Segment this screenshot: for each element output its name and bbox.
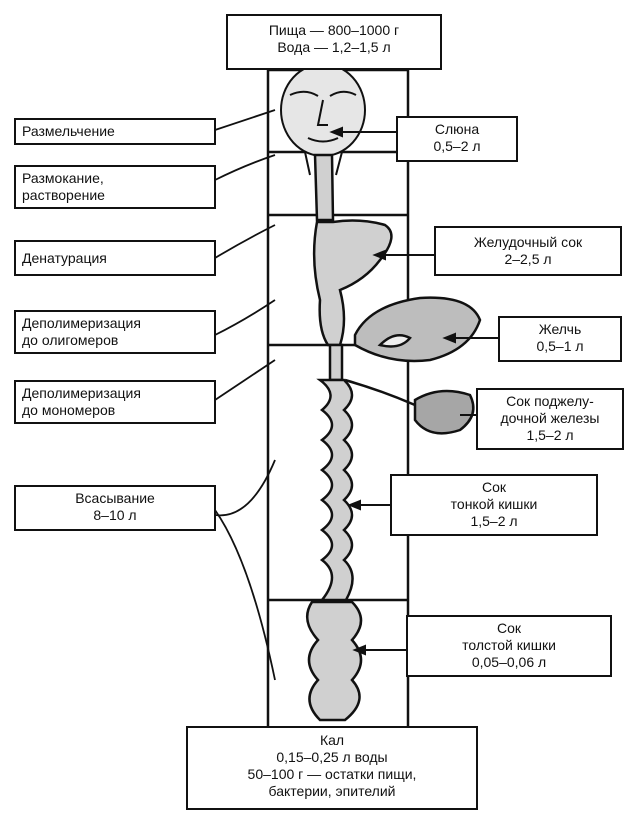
- secretion-label: Сок: [412, 620, 606, 637]
- secretion-label: Желчь: [504, 321, 616, 338]
- process-absorption: Всасывание 8–10 л: [14, 485, 216, 531]
- intake-box: Пища — 800–1000 г Вода — 1,2–1,5 л: [226, 14, 442, 70]
- secretion-label: Сок: [396, 479, 592, 496]
- process-label: растворение: [22, 187, 208, 204]
- secretion-saliva: Слюна 0,5–2 л: [396, 116, 518, 162]
- secretion-arrows: [332, 128, 500, 654]
- process-soaking: Размокание, растворение: [14, 165, 216, 209]
- intake-water: Вода — 1,2–1,5 л: [232, 39, 436, 56]
- process-label: Всасывание: [20, 490, 210, 507]
- secretion-label: Желудочный сок: [440, 234, 616, 251]
- process-label: Размокание,: [22, 170, 208, 187]
- process-label: Размельчение: [22, 123, 208, 140]
- process-label: Деполимеризация: [22, 385, 208, 402]
- secretion-volume: 0,5–1 л: [504, 338, 616, 355]
- process-label: до мономеров: [22, 402, 208, 419]
- secretion-gastric-juice: Желудочный сок 2–2,5 л: [434, 226, 622, 276]
- secretion-label: Слюна: [402, 121, 512, 138]
- output-water: 0,15–0,25 л воды: [192, 749, 472, 766]
- process-label: до олигомеров: [22, 332, 208, 349]
- process-connectors: [215, 110, 275, 680]
- secretion-volume: 2–2,5 л: [440, 251, 616, 268]
- process-grinding: Размельчение: [14, 118, 216, 145]
- process-label: Денатурация: [22, 250, 208, 267]
- secretion-volume: 1,5–2 л: [396, 513, 592, 530]
- process-depolymerization-oligomers: Деполимеризация до олигомеров: [14, 310, 216, 354]
- process-label: Деполимеризация: [22, 315, 208, 332]
- process-denaturation: Денатурация: [14, 240, 216, 276]
- secretion-large-intestine: Сок толстой кишки 0,05–0,06 л: [406, 615, 612, 677]
- secretion-pancreatic-juice: Сок поджелу- дочной железы 1,5–2 л: [476, 388, 624, 450]
- accessory-organs: [345, 298, 480, 434]
- secretion-volume: 0,5–2 л: [402, 138, 512, 155]
- process-label: 8–10 л: [20, 507, 210, 524]
- secretion-volume: 1,5–2 л: [482, 427, 618, 444]
- secretion-label: тонкой кишки: [396, 496, 592, 513]
- secretion-bile: Желчь 0,5–1 л: [498, 316, 622, 362]
- secretion-volume: 0,05–0,06 л: [412, 654, 606, 671]
- secretion-label: дочной железы: [482, 410, 618, 427]
- output-box: Кал 0,15–0,25 л воды 50–100 г — остатки …: [186, 726, 478, 810]
- output-title: Кал: [192, 732, 472, 749]
- process-depolymerization-monomers: Деполимеризация до мономеров: [14, 380, 216, 424]
- output-residue: 50–100 г — остатки пищи,: [192, 766, 472, 783]
- secretion-label: толстой кишки: [412, 637, 606, 654]
- secretion-label: Сок поджелу-: [482, 393, 618, 410]
- tract-organs: [307, 155, 391, 720]
- intake-food: Пища — 800–1000 г: [232, 22, 436, 39]
- secretion-small-intestine: Сок тонкой кишки 1,5–2 л: [390, 474, 598, 536]
- output-bacteria: бактерии, эпителий: [192, 783, 472, 800]
